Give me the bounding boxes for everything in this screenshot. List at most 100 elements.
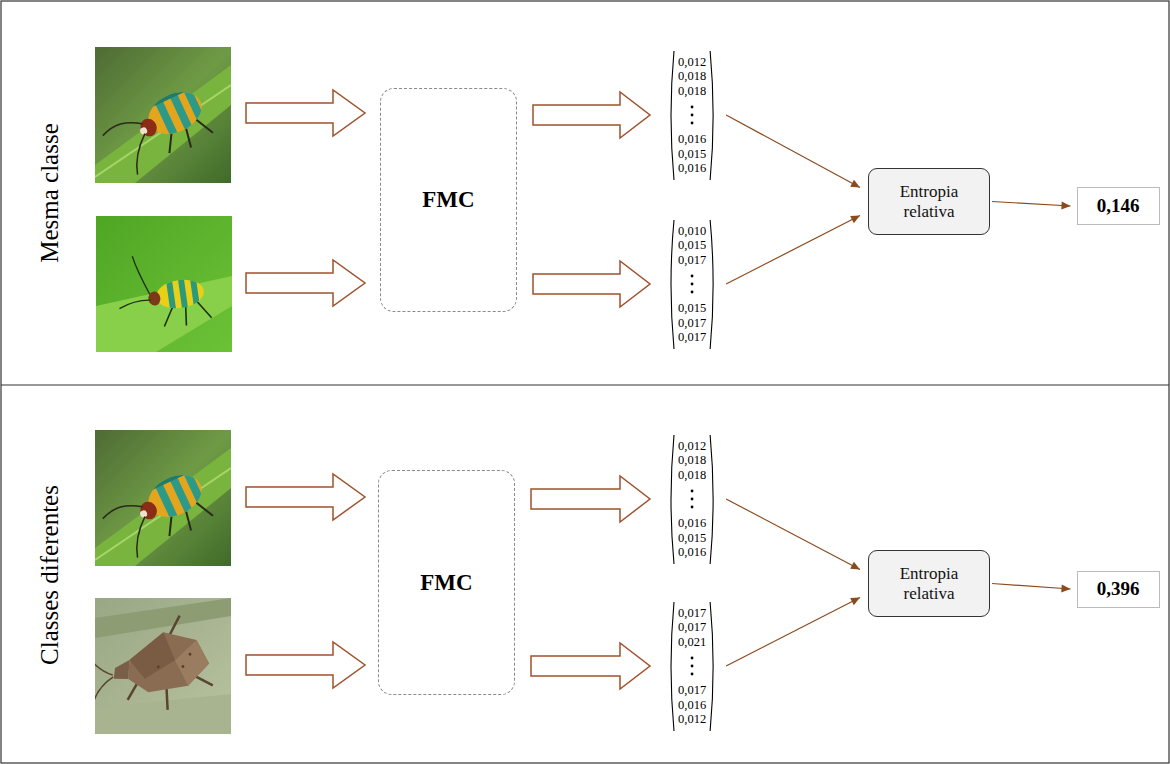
vector: 0,0120,0180,0180,0160,0150,016 [668,434,716,565]
vector-entry: 0,017 [678,606,706,621]
hollow-arrow [246,90,365,136]
dot [691,657,694,660]
connector [726,115,860,188]
dot [691,122,694,125]
beetle-photo [95,430,231,566]
ellipsis-dots [678,98,706,132]
ellipsis-dots [678,267,706,301]
ellipsis-dots [678,482,706,516]
dot [691,283,694,286]
connector-line [992,584,1071,590]
connector [992,584,1071,593]
vector-entry: 0,012 [678,439,706,454]
vector-entry: 0,016 [678,698,706,713]
process-label: Entropia relativa [881,564,977,604]
beetle-photo [96,216,232,352]
vector-entry: 0,017 [678,316,706,331]
vector-entry: 0,017 [678,253,706,268]
vector-entry: 0,021 [678,635,706,650]
arrowhead [850,562,860,570]
dot [691,275,694,278]
model-name: FMC [422,187,474,213]
arrowhead [850,216,860,224]
connector-line [992,202,1071,207]
connector [992,202,1071,210]
connector [726,216,860,285]
connector [531,476,650,522]
hollow-arrow [531,476,650,522]
ellipsis-dots-svg [678,267,706,301]
vector-entry: 0,016 [678,132,706,147]
paren-left [671,51,674,180]
vector-entry: 0,015 [678,238,706,253]
vector-entry: 0,016 [678,516,706,531]
connector-line [726,598,860,667]
vector-entry: 0,012 [678,55,706,70]
panel-label-holder: Classes diferentes [0,385,100,764]
dot [691,490,694,493]
vector-entry: 0,015 [678,531,706,546]
paren-right [710,51,713,180]
paren-left [671,220,674,349]
beetle-photo [95,47,231,183]
arrowhead [850,598,860,606]
dot [691,106,694,109]
dot [691,498,694,501]
vector-entry: 0,017 [678,683,706,698]
process-box: Entropia relativa [868,550,990,617]
hollow-arrow [533,261,650,307]
result-value: 0,396 [1097,578,1140,600]
divider [1,384,1169,385]
connector [531,643,650,689]
connector-line [726,216,860,285]
result-box: 0,146 [1077,187,1160,225]
vector-entry: 0,018 [678,468,706,483]
result-value: 0,146 [1097,195,1140,217]
vector-entry: 0,018 [678,453,706,468]
panel-label-holder: Mesma classe [0,0,100,385]
connector [726,598,860,667]
paren-right [710,435,713,564]
vector-entry: 0,010 [678,224,706,239]
dot [691,673,694,676]
hollow-arrow [246,474,365,520]
vector-entry: 0,018 [678,69,706,84]
dot [691,291,694,294]
paren-left [671,435,674,564]
connector [533,261,650,307]
connector-line [726,499,860,570]
vector-entry: 0,017 [678,330,706,345]
dot [691,665,694,668]
vector-entry: 0,018 [678,84,706,99]
vector: 0,0170,0170,0210,0170,0160,012 [668,601,716,732]
arrowhead [850,180,860,188]
panel-label: Classes diferentes [36,485,64,665]
vector-entry: 0,012 [678,712,706,727]
process-box: Entropia relativa [868,168,990,235]
dot [691,114,694,117]
ellipsis-dots-svg [678,482,706,516]
ellipsis-dots-svg [678,649,706,683]
process-label: Entropia relativa [881,182,977,222]
ellipsis-dots [678,649,706,683]
stinkbug-photo [77,598,231,734]
vector-entry: 0,017 [678,620,706,635]
paren-right [710,220,713,349]
hollow-arrow [533,92,650,138]
result-box: 0,396 [1077,571,1160,608]
vector-entry: 0,016 [678,545,706,560]
vector-entry: 0,015 [678,301,706,316]
panel-label: Mesma classe [36,123,64,263]
hollow-arrow [246,260,365,306]
vector: 0,0120,0180,0180,0160,0150,016 [668,50,716,181]
vector-entry: 0,015 [678,147,706,162]
vector: 0,0100,0150,0170,0150,0170,017 [668,219,716,350]
paren-right [710,602,713,731]
arrowhead [1061,584,1070,592]
paren-left [671,602,674,731]
model-box: FMC [380,88,517,312]
panel-band: Mesma classeFMC0,0120,0180,0180,0160,015… [0,0,1170,385]
